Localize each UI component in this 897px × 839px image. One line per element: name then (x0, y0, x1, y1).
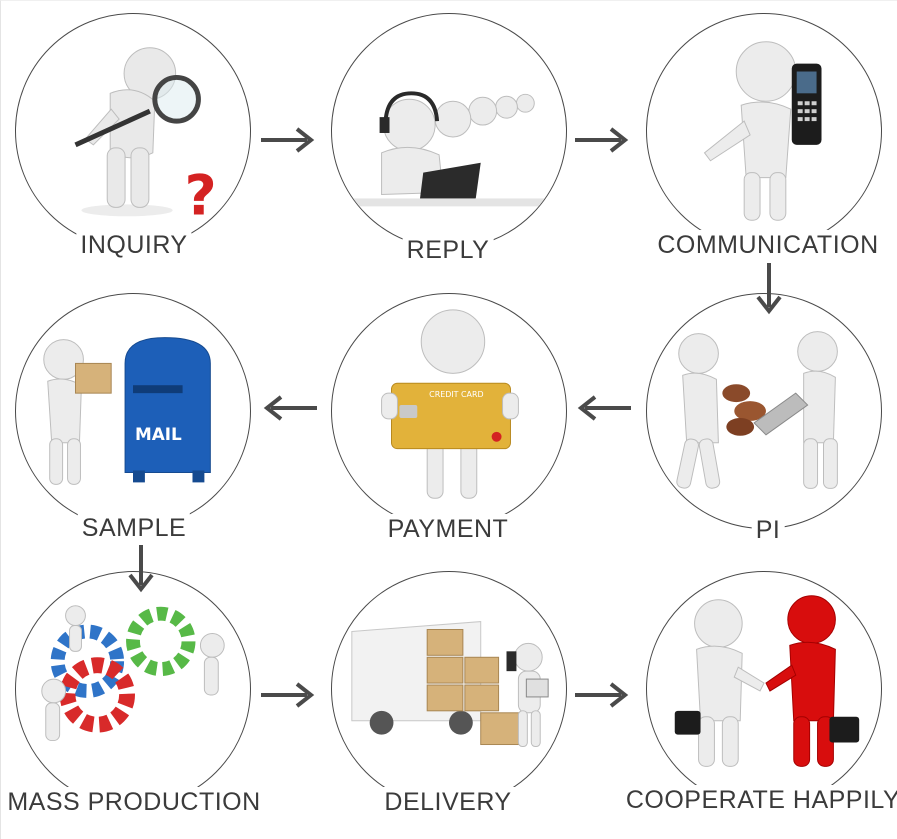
step-label-payment: PAYMENT (383, 514, 513, 544)
arrow-right-icon (575, 682, 629, 708)
payment-illustration: CREDIT CARD (381, 309, 519, 499)
arrow-right-icon (261, 127, 315, 153)
step-label-reply: REPLY (402, 235, 494, 265)
pi-illustration (676, 331, 838, 489)
payment-circle: CREDIT CARD (331, 293, 567, 529)
pi-circle (646, 293, 882, 529)
arrow-down-icon (756, 263, 782, 315)
reply-illustration (351, 91, 551, 207)
delivery-illustration (351, 621, 549, 748)
sample-illustration: MAIL (43, 337, 211, 485)
inquiry-illustration: ? (74, 47, 217, 228)
arrow-sample-to-mass-production (127, 543, 155, 597)
arrow-mass-production-to-delivery (259, 681, 319, 709)
delivery-circle (331, 571, 567, 807)
mailbox-text: MAIL (135, 424, 182, 444)
cooperate-illustration (674, 595, 860, 767)
mass-production-circle (15, 571, 251, 807)
card-text: CREDIT CARD (429, 390, 483, 399)
arrow-down-icon (128, 545, 154, 593)
step-label-communication: COMMUNICATION (653, 230, 883, 260)
step-label-mass-production: MASS PRODUCTION (3, 787, 265, 817)
step-label-pi: PI (751, 515, 785, 545)
step-label-sample: SAMPLE (77, 513, 191, 543)
arrow-pi-to-payment (573, 394, 633, 422)
step-label-inquiry: INQUIRY (76, 230, 192, 260)
reply-circle (331, 13, 567, 249)
communication-circle (646, 13, 882, 249)
arrow-reply-to-communication (573, 126, 633, 154)
step-label-delivery: DELIVERY (380, 787, 516, 817)
inquiry-circle: ? (15, 13, 251, 249)
arrow-right-icon (575, 127, 629, 153)
cooperate-circle (646, 571, 882, 807)
arrow-payment-to-sample (259, 394, 319, 422)
arrow-inquiry-to-reply (259, 126, 319, 154)
arrow-left-icon (263, 395, 317, 421)
arrow-communication-to-pi (755, 261, 783, 319)
step-label-cooperate: COOPERATE HAPPILY (621, 785, 897, 815)
question-mark-icon: ? (185, 163, 217, 228)
mass-production-illustration (41, 605, 225, 742)
sample-circle: MAIL (15, 293, 251, 529)
arrow-right-icon (261, 682, 315, 708)
arrow-left-icon (577, 395, 631, 421)
communication-illustration (703, 41, 822, 221)
arrow-delivery-to-cooperate (573, 681, 633, 709)
